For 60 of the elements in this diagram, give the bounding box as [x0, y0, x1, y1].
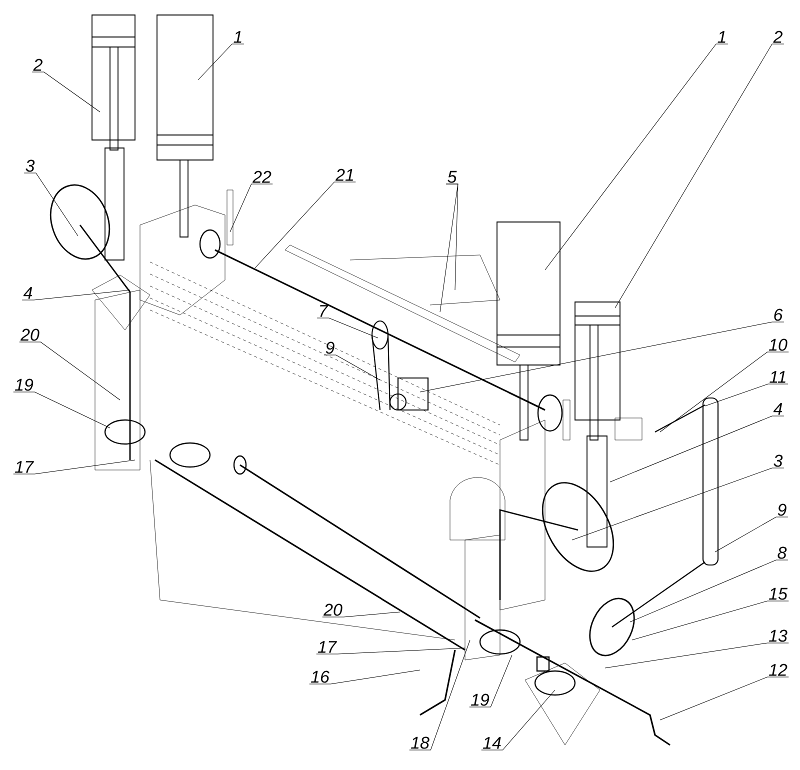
callout-number: 8 [778, 546, 787, 559]
leader-line [632, 600, 789, 640]
callout-number: 5 [448, 170, 457, 183]
leader-line [19, 342, 120, 400]
leader-line [13, 460, 136, 474]
leader-line [254, 182, 356, 268]
callout-number: 13 [769, 630, 788, 642]
callout-number: 22 [252, 170, 272, 183]
callout-number: 2 [33, 58, 42, 71]
leader-line [230, 184, 273, 232]
callout-number: 1 [718, 31, 726, 43]
callout-number: 2 [773, 30, 782, 43]
leader-line [481, 690, 556, 750]
callout-number: 1 [234, 31, 242, 43]
callout-number: 7 [320, 305, 328, 317]
callout-number: 4 [773, 403, 782, 415]
callout-number: 20 [20, 328, 40, 341]
callout-number: 12 [769, 664, 788, 676]
leader-line [22, 290, 130, 300]
callout-number: 6 [774, 308, 783, 321]
leader-line [572, 468, 784, 540]
leader-line [440, 184, 458, 312]
callout-number: 17 [15, 461, 34, 473]
leader-line [322, 612, 400, 618]
leader-line [24, 172, 78, 236]
callout-number: 18 [411, 736, 430, 749]
leader-line [630, 560, 788, 622]
leader-line [316, 318, 378, 338]
leader-line [544, 44, 728, 270]
leader-line [469, 654, 512, 708]
leader-line [610, 416, 784, 482]
leader-line [660, 352, 789, 432]
leader-line [409, 640, 470, 750]
leader-line [420, 322, 784, 392]
callout-number: 14 [483, 737, 501, 749]
leader-line [13, 392, 110, 428]
leader-line [604, 642, 789, 668]
callout-number: 10 [769, 338, 788, 351]
callout-number: 19 [15, 378, 34, 391]
leader-line [316, 648, 466, 654]
callout-number: 9 [326, 342, 334, 354]
callout-number: 17 [318, 641, 337, 653]
callout-number: 21 [335, 168, 354, 181]
leader-line [714, 516, 788, 552]
leader-line [198, 44, 244, 80]
callout-number: 19 [471, 694, 490, 706]
leader-line [324, 354, 380, 380]
callout-number: 20 [323, 604, 342, 616]
callout-number: 3 [774, 454, 783, 467]
leader-line [614, 44, 784, 308]
callout-number: 15 [769, 588, 788, 600]
callout-number: 11 [770, 371, 786, 383]
callout-number: 16 [311, 670, 330, 683]
callout-number: 4 [23, 287, 32, 299]
leader-line [32, 72, 100, 112]
leader-line [309, 670, 420, 684]
leader-line [660, 676, 789, 720]
leader-line [704, 384, 788, 406]
callout-number: 3 [26, 160, 35, 172]
callout-number: 9 [778, 504, 786, 516]
